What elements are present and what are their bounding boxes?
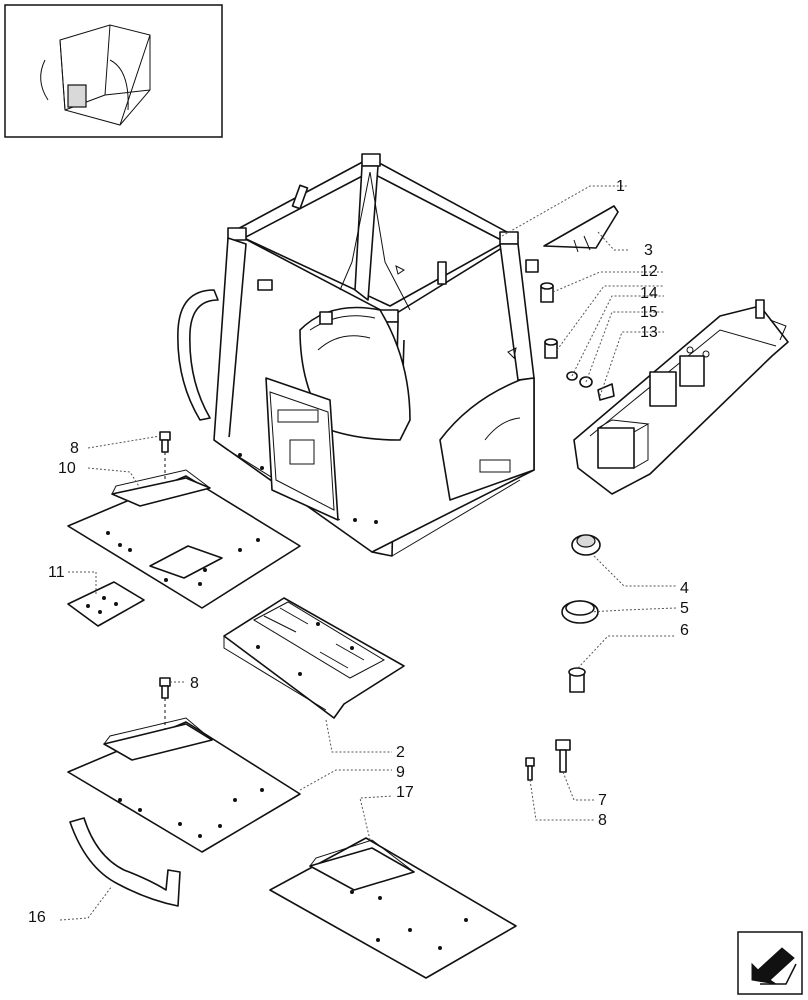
next-page-arrow-icon[interactable] bbox=[737, 931, 803, 995]
part-10-floor-plate bbox=[67, 469, 301, 609]
part-12-spacers bbox=[540, 282, 558, 359]
cab-thumbnail-icon[interactable] bbox=[4, 4, 223, 138]
part-17-mat bbox=[269, 837, 517, 979]
callout-17: 17 bbox=[396, 784, 414, 801]
callout-3: 3 bbox=[644, 242, 653, 259]
part-2-seat-bracket bbox=[223, 597, 405, 719]
callout-10: 10 bbox=[58, 460, 76, 477]
part-3-gusset bbox=[543, 205, 619, 253]
part-4-grommet bbox=[571, 534, 601, 556]
callout-8-mid: 8 bbox=[190, 675, 199, 692]
callout-13: 13 bbox=[640, 324, 658, 341]
callout-15: 15 bbox=[640, 304, 658, 321]
callout-8-right: 8 bbox=[598, 812, 607, 829]
callout-6: 6 bbox=[680, 622, 689, 639]
callout-1: 1 bbox=[616, 178, 625, 195]
part-16-handle bbox=[69, 817, 181, 907]
callout-11: 11 bbox=[48, 564, 65, 581]
part-5-cap bbox=[561, 600, 599, 624]
part-14-15-nuts bbox=[566, 371, 593, 388]
callout-8-top: 8 bbox=[70, 440, 79, 457]
callout-4: 4 bbox=[680, 580, 689, 597]
part-8-bolt-right bbox=[525, 757, 535, 781]
part-6-plug bbox=[568, 667, 586, 693]
callouts: 1 3 12 14 15 13 8 10 11 4 5 6 8 2 9 17 7… bbox=[28, 178, 689, 926]
callout-12: 12 bbox=[640, 263, 658, 280]
callout-7: 7 bbox=[598, 792, 607, 809]
callout-9: 9 bbox=[396, 764, 405, 781]
part-7-bolt bbox=[555, 739, 571, 773]
part-11-plate bbox=[67, 581, 145, 627]
callout-16: 16 bbox=[28, 909, 46, 926]
part-9-floor-plate bbox=[67, 717, 301, 853]
leader-lines bbox=[59, 185, 677, 921]
callout-2: 2 bbox=[396, 744, 405, 761]
cab-frame bbox=[177, 153, 539, 557]
callout-5: 5 bbox=[680, 600, 689, 617]
callout-14: 14 bbox=[640, 285, 658, 302]
part-13-console bbox=[573, 299, 789, 495]
